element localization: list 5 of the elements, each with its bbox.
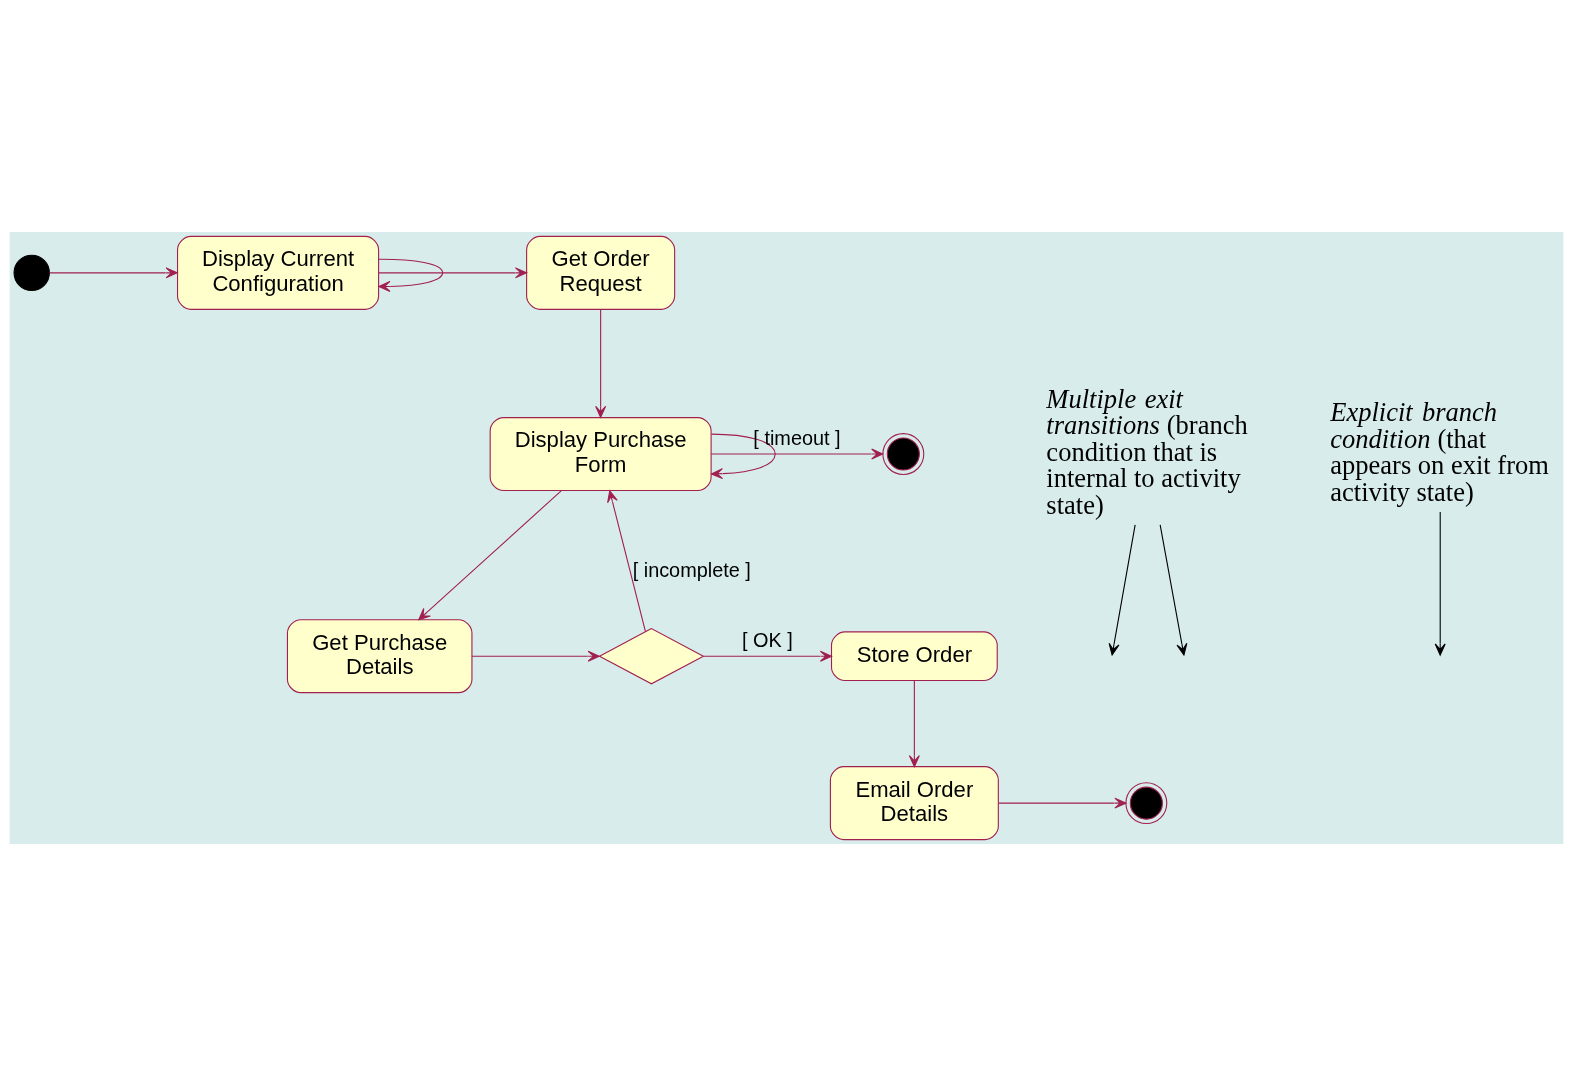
edge-label: [ OK ]: [741, 628, 793, 651]
node-text: Explicit branch condition (that appears on exit from activity state): [1329, 397, 1549, 507]
edge-label: [ timeout ]: [752, 426, 841, 449]
edge-label: [ incomplete ]: [632, 559, 751, 582]
node-text: Multiple exit transitions (branch condition that is internal to activity state): [1045, 383, 1248, 520]
